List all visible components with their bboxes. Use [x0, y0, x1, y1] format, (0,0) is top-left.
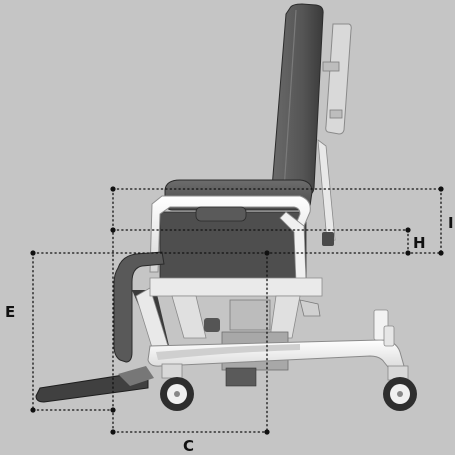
guide-seat-back	[264, 252, 270, 435]
guide-floor-level	[30, 407, 116, 413]
footplate	[35, 366, 154, 403]
guide-seat-level	[30, 250, 444, 256]
dimension-label-e: E	[5, 303, 15, 321]
backrest	[271, 3, 324, 197]
armrest	[149, 195, 311, 283]
back-actuator	[317, 139, 336, 246]
rear-wheel	[383, 365, 417, 411]
dimension-label-i: I	[448, 214, 454, 232]
dimension-label-h: H	[413, 234, 426, 252]
front-wheel	[160, 363, 194, 411]
base-chassis	[147, 309, 405, 373]
headrest	[322, 23, 352, 135]
leg-rest	[113, 251, 170, 363]
seat-mechanism	[149, 277, 323, 339]
chair-illustration	[35, 3, 417, 411]
dimension-guides	[30, 186, 444, 435]
dimension-label-c: C	[183, 437, 194, 455]
